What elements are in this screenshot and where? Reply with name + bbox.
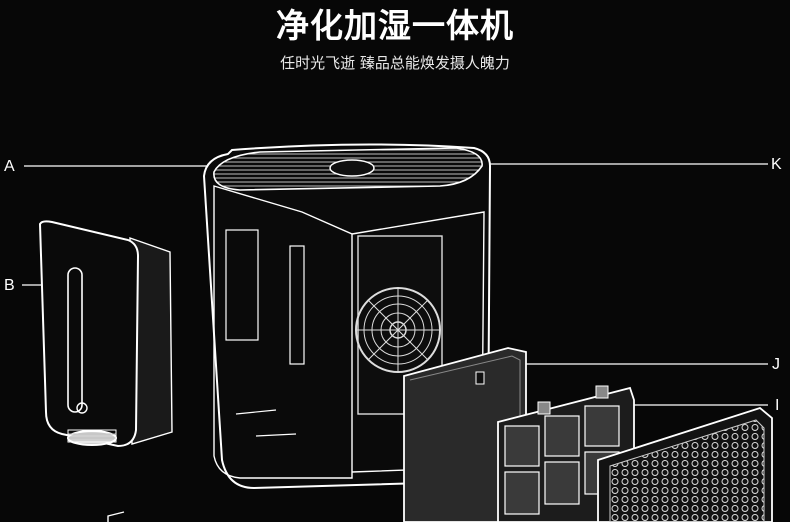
top-control-knob [329, 159, 375, 177]
callout-label-k: K [771, 156, 782, 173]
callout-label-b: B [4, 277, 15, 294]
partial-component [107, 511, 125, 522]
leader-lines [22, 163, 768, 406]
top-grille [213, 147, 483, 191]
water-tank [38, 220, 173, 448]
callout-label-j: J [772, 356, 780, 373]
page-title: 净化加湿一体机 [276, 6, 514, 45]
callout-label-i: I [775, 397, 780, 414]
page-subtitle: 任时光飞逝 臻品总能焕发摄人魄力 [280, 54, 510, 72]
front-mesh-panel [597, 406, 773, 522]
callout-label-a: A [4, 158, 15, 175]
